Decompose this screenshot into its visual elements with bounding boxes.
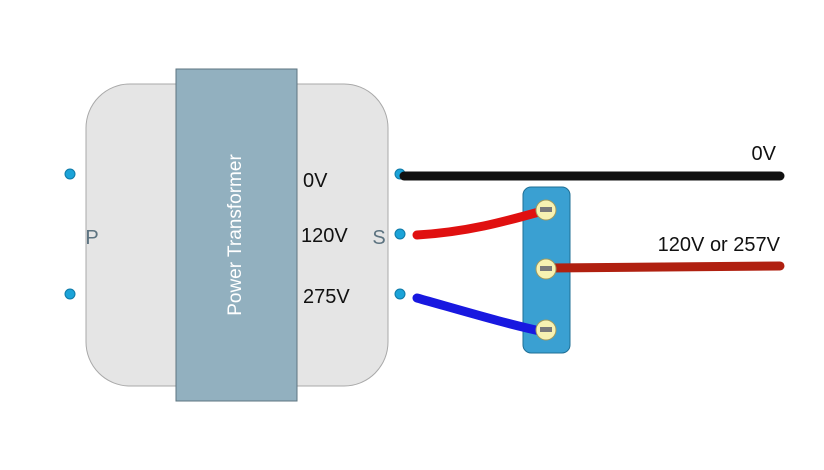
- wire-red-120v: [412, 205, 551, 240]
- tap-label-120v: 120V: [301, 225, 348, 247]
- output-label-selectable: 120V or 257V: [658, 234, 781, 256]
- transformer-title: Power Transformer: [225, 154, 246, 316]
- screw-top: [535, 199, 557, 221]
- screw-bottom: [535, 319, 557, 341]
- wire-brown-output: [545, 261, 785, 273]
- secondary-terminal-120v: [394, 228, 406, 240]
- tap-label-0v: 0V: [303, 170, 328, 192]
- output-label-0v: 0V: [752, 143, 777, 165]
- tap-label-275v: 275V: [303, 286, 350, 308]
- primary-terminal-top: [64, 168, 76, 180]
- transformer-core: [175, 68, 298, 402]
- secondary-terminal-275v: [394, 288, 406, 300]
- primary-label: P: [85, 227, 98, 249]
- secondary-label: S: [372, 227, 385, 249]
- screw-middle: [535, 258, 557, 280]
- primary-terminal-bottom: [64, 288, 76, 300]
- wire-blue-275v: [412, 293, 550, 337]
